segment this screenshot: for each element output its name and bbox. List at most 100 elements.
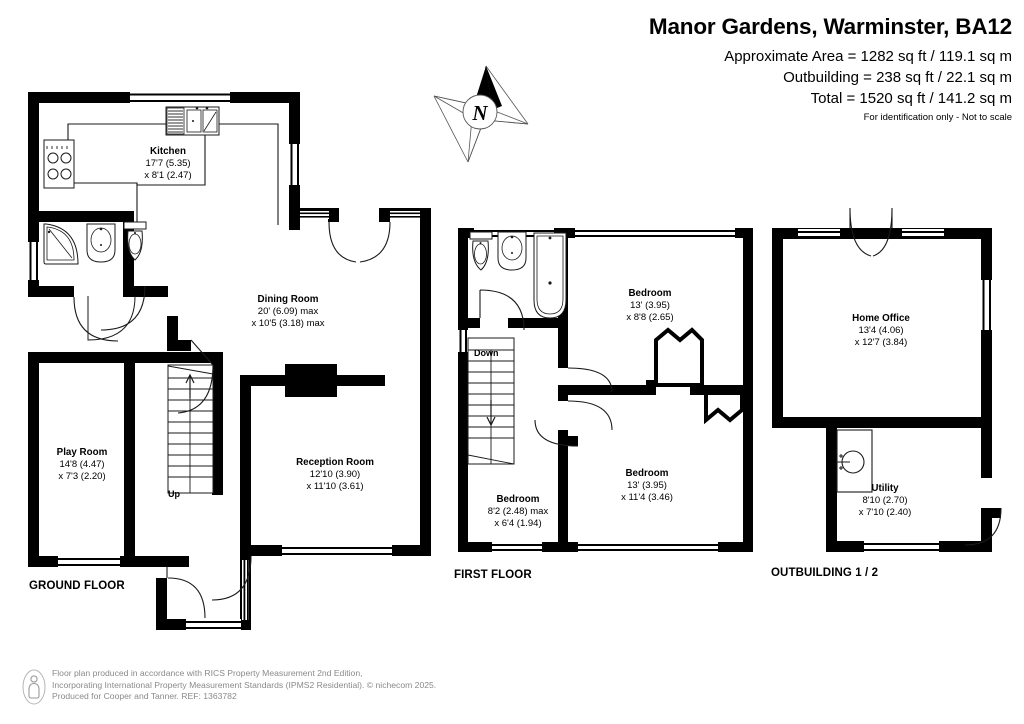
window (300, 211, 329, 219)
wall (458, 352, 468, 552)
wash-basin-icon (86, 223, 116, 263)
window-line (390, 216, 420, 218)
kitchen-island-edge (68, 182, 138, 223)
wall (156, 352, 167, 363)
window (390, 211, 420, 219)
room-label-home-office: Home Office 13'4 (4.06) x 12'7 (3.84) (852, 313, 910, 349)
room-label-play-room: Play Room 14'8 (4.47) x 7'3 (2.20) (56, 447, 108, 483)
wall (646, 380, 656, 395)
wall (167, 556, 189, 567)
window-line (902, 236, 944, 238)
window-line (575, 235, 735, 237)
window (458, 330, 468, 352)
chimney-breast (285, 364, 337, 397)
window-line (297, 144, 299, 185)
wall (826, 428, 837, 552)
wall (772, 228, 783, 428)
wall (337, 375, 385, 386)
window (289, 144, 300, 185)
window-line (492, 549, 542, 551)
room-label-dining-room: Dining Room 20' (6.09) max x 10'5 (3.18)… (251, 294, 325, 330)
window (339, 211, 379, 219)
wall (458, 228, 468, 330)
approximate-area-text: Approximate Area = 1282 sq ft / 119.1 sq… (724, 48, 1012, 65)
footer-text: Floor plan produced in accordance with R… (52, 668, 437, 702)
wash-basin-icon (497, 231, 527, 271)
kitchen-sink-icon (165, 106, 220, 136)
wall (156, 578, 167, 630)
wall (28, 92, 39, 222)
door-swing (849, 207, 1002, 546)
outbuilding-area-text: Outbuilding = 238 sq ft / 22.1 sq m (783, 69, 1012, 86)
window-line (474, 230, 554, 232)
wall (508, 318, 568, 328)
person-icon (22, 669, 46, 705)
wall (981, 228, 992, 280)
kitchen-counter-run (68, 123, 279, 225)
compass-rose: N (424, 58, 536, 170)
window-line (864, 549, 939, 551)
wall (981, 508, 1001, 518)
built-in-wardrobe (704, 395, 744, 425)
wall (892, 228, 902, 239)
window (189, 558, 217, 565)
window-line (58, 558, 120, 560)
window-line (58, 564, 120, 566)
total-area-text: Total = 1520 sq ft / 141.2 sq m (810, 90, 1012, 107)
window-line (578, 549, 718, 551)
window (58, 556, 120, 567)
window-line (243, 560, 246, 620)
window-line (492, 544, 542, 546)
wall (420, 208, 431, 556)
floor-label-ground: GROUND FLOOR (29, 580, 125, 592)
wall (981, 513, 992, 552)
window-line (459, 330, 462, 352)
wall (328, 208, 339, 222)
window (981, 280, 992, 330)
wall (123, 286, 168, 297)
window (28, 242, 39, 280)
wall (28, 211, 134, 222)
built-in-wardrobe (654, 327, 704, 387)
window-line (300, 216, 329, 218)
staircase-ground (167, 364, 214, 494)
wall (458, 318, 480, 328)
window-line (578, 544, 718, 546)
wall (690, 385, 750, 395)
wall (212, 363, 223, 495)
window (902, 229, 944, 238)
wall (558, 318, 568, 368)
window-line (29, 242, 32, 280)
wall (28, 286, 74, 297)
floor-label-outbuilding: OUTBUILDING 1 / 2 (771, 567, 879, 579)
utility-unit (836, 429, 873, 493)
door-swing (73, 221, 391, 619)
wall (240, 375, 290, 386)
room-label-bedroom-2: Bedroom 13' (3.95) x 11'4 (3.46) (621, 468, 673, 504)
window (798, 229, 840, 238)
door-swing (479, 289, 613, 447)
room-label-utility: Utility 8'10 (2.70) x 7'10 (2.40) (858, 483, 912, 519)
window (575, 228, 735, 238)
wall (558, 385, 656, 395)
wall (156, 556, 167, 567)
stair-direction-arrow (185, 373, 195, 398)
window (186, 619, 241, 630)
wall (289, 185, 300, 230)
window-line (798, 236, 840, 238)
window-line (282, 553, 392, 555)
shower-tray-icon (43, 223, 79, 265)
window (578, 542, 718, 552)
window-line (989, 280, 991, 330)
window-line (465, 330, 467, 352)
window-line (575, 230, 735, 232)
window (242, 560, 249, 620)
bath-icon (533, 232, 567, 319)
window-line (290, 144, 293, 185)
window-line (864, 543, 939, 545)
wall (289, 92, 300, 144)
wall (379, 208, 390, 222)
page-title: Manor Gardens, Warminster, BA12 (648, 14, 1012, 39)
wall (28, 352, 156, 363)
